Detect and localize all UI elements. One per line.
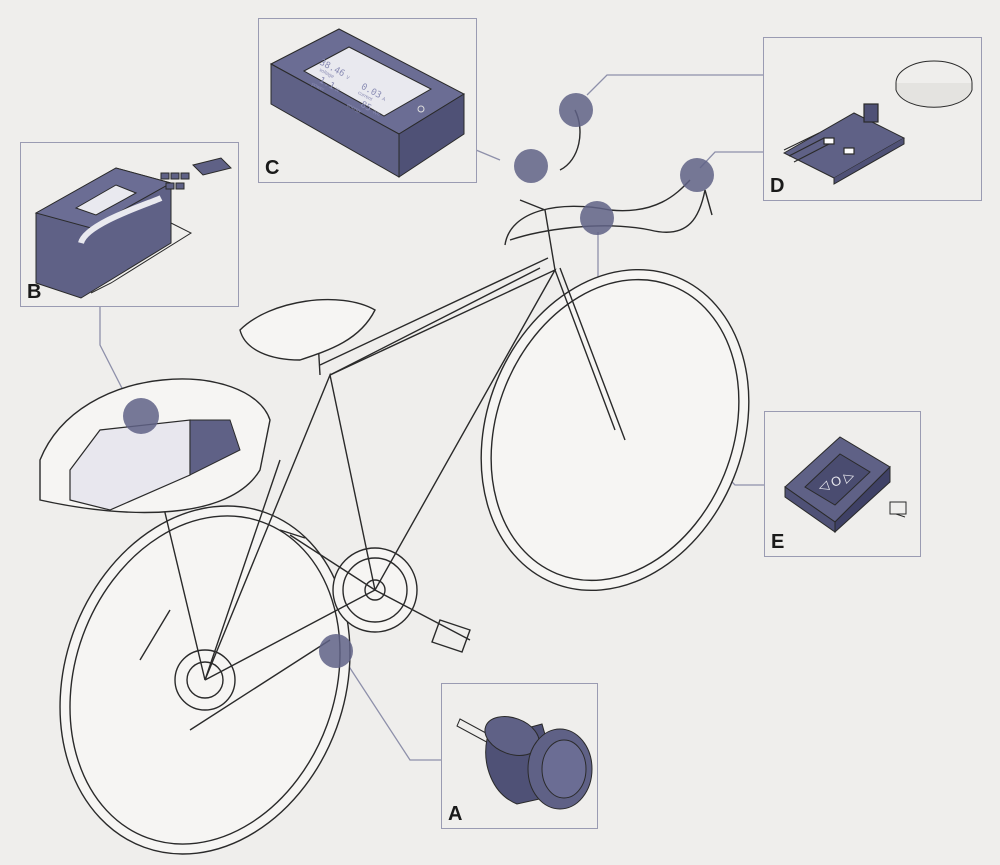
highlight-meter: [514, 149, 548, 183]
energy-value: 85: [359, 100, 373, 114]
leader-line-c: [475, 149, 501, 161]
highlight-spots: [123, 93, 714, 668]
bike-lines: [39, 109, 750, 855]
highlight-motor: [319, 634, 353, 668]
callout-d-label: D: [770, 175, 785, 197]
svg-text:Wh: Wh: [371, 109, 381, 118]
svg-text:V: V: [345, 75, 351, 82]
highlight-brake-lever: [559, 93, 593, 127]
callout-c-power-meter: 38.46 V voltage 0.03 A current 1.1 W pow…: [258, 18, 477, 183]
svg-text:W: W: [334, 87, 341, 95]
callout-e-label: E: [771, 531, 785, 553]
callout-e-rocker-switch: ◁ O ▷ E: [764, 411, 921, 557]
svg-text:power: power: [310, 81, 325, 93]
rack-battery: [69, 419, 241, 511]
leader-line-d-top: [586, 74, 763, 96]
callout-a-label: A: [448, 803, 463, 825]
callout-d-sensor-module: D: [763, 37, 982, 201]
callout-c-label: C: [265, 157, 280, 179]
svg-text:A: A: [381, 96, 387, 103]
callout-a-motor: A: [441, 683, 598, 829]
callout-b-label: B: [27, 281, 42, 303]
callout-b-battery: B: [20, 142, 239, 307]
leader-line-b: [99, 306, 129, 401]
highlight-switch: [580, 201, 614, 235]
highlight-battery: [123, 398, 159, 434]
leader-line-a: [347, 664, 441, 761]
highlight-sensor: [680, 158, 714, 192]
